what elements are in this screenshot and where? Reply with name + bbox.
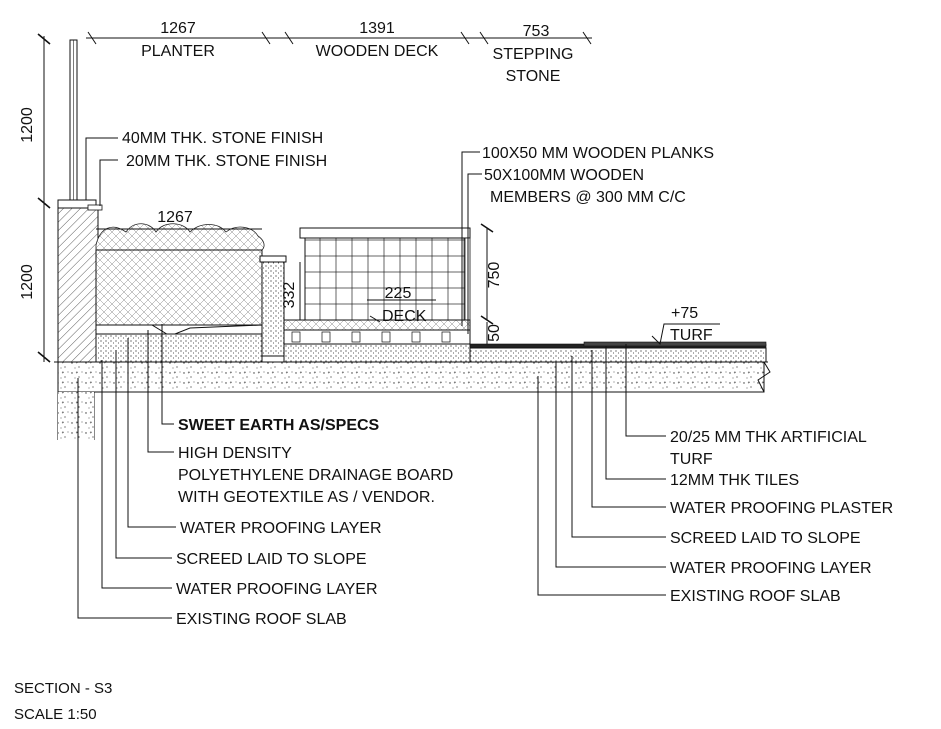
deck-length: 1391 [359,20,395,37]
note-members-1: 50X100MM WOODEN [484,167,644,184]
top-dimension-line [86,31,592,45]
note-stone-40: 40MM THK. STONE FINISH [122,130,323,147]
wp-layer-right-leader [555,362,666,568]
sweet-earth-leader [161,324,174,425]
turf-leader [625,344,666,437]
note-turf-1: 20/25 MM THK ARTIFICIAL [670,429,867,446]
stone-20-leader [99,159,118,206]
roof-slab [54,361,771,440]
note-hdpe-1: HIGH DENSITY [178,445,292,462]
tiles-leader [605,346,666,480]
note-planks: 100X50 MM WOODEN PLANKS [482,145,714,162]
stone-label-1: STEPPING [493,46,574,63]
wooden-bench [299,227,471,321]
turf-level-label: TURF [670,327,713,344]
deck-height-tick-bottom [480,315,494,325]
deck-text: DECK [382,308,427,325]
planks-leader [461,151,480,326]
deck-label: WOODEN DECK [316,43,439,60]
deck-step-dim: 225 [385,285,412,302]
note-hdpe-3: WITH GEOTEXTILE AS / VENDOR. [178,489,435,506]
upper-height: 1200 [19,107,36,143]
note-wp-layer-2: WATER PROOFING LAYER [176,581,378,598]
stone-length: 753 [523,23,550,40]
section-title: SECTION - S3 [14,680,112,697]
turf-level-symbol [651,323,720,346]
wp-plaster-leader [591,350,666,508]
note-stone-20: 20MM THK. STONE FINISH [126,153,327,170]
screed-leader-right [571,356,666,538]
planter-length: 1267 [160,20,196,37]
wp-layer-2-leader [101,360,172,589]
deck-leader [369,315,381,323]
screed-leader [115,350,172,559]
note-screed-right: SCREED LAID TO SLOPE [670,530,861,547]
planter [95,223,287,363]
scale-label: SCALE 1:50 [14,706,97,723]
note-screed-left: SCREED LAID TO SLOPE [176,551,367,568]
planter-label: PLANTER [141,43,215,60]
deck-base: 50 [486,324,503,342]
turf-area [469,341,767,363]
hdpe-leader [147,330,174,453]
lower-height: 1200 [19,264,36,300]
note-slab-left: EXISTING ROOF SLAB [176,611,347,628]
turf-level: +75 [671,305,698,322]
note-wp-layer-1: WATER PROOFING LAYER [180,520,382,537]
parapet-wall [57,199,103,364]
note-members-2: MEMBERS @ 300 MM C/C [490,189,686,206]
wooden-deck [283,319,471,363]
note-tiles: 12MM THK TILES [670,472,799,489]
stone-label-2: STONE [506,68,561,85]
deck-height: 750 [486,262,503,289]
note-slab-right: EXISTING ROOF SLAB [670,588,841,605]
slab-leader-right [537,376,666,596]
wp-layer-1-leader [127,338,176,528]
stone-40-leader [85,137,118,200]
planter-height: 332 [281,282,298,309]
planter-inner-length: 1267 [157,209,193,226]
slab-leader-left [77,378,172,619]
members-leader [467,173,482,334]
deck-height-tick-top [480,223,494,233]
note-turf-2: TURF [670,451,713,468]
note-hdpe-2: POLYETHYLENE DRAINAGE BOARD [178,467,453,484]
note-sweet-earth: SWEET EARTH AS/SPECS [178,417,380,434]
note-wp-plaster: WATER PROOFING PLASTER [670,500,893,517]
railing-post [69,39,78,201]
note-wp-layer-right: WATER PROOFING LAYER [670,560,872,577]
left-dimension-line [37,33,51,363]
